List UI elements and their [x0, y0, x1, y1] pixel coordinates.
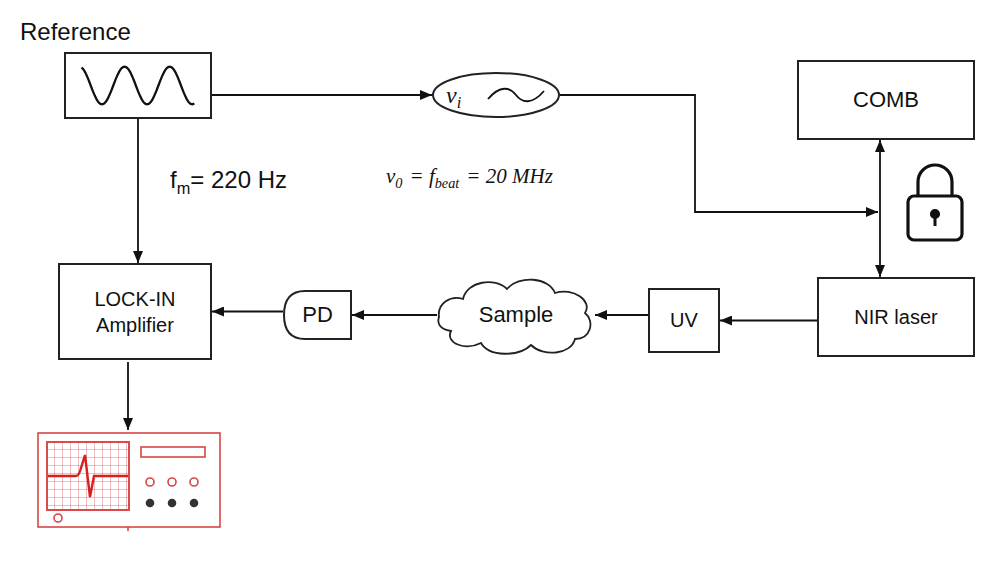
- node-text: Sample: [479, 302, 554, 327]
- modulation-frequency: fm= 220 Hz: [170, 166, 287, 194]
- node-text: PD: [302, 302, 333, 327]
- text-group: LOCK-IN Amplifier: [70, 286, 200, 338]
- reference-generator: Reference: [64, 52, 212, 119]
- comb-box: COMB: [797, 60, 975, 140]
- node-text: LOCK-IN Amplifier: [94, 288, 175, 336]
- text-holder: Sample: [437, 273, 595, 357]
- signal-arrow: [560, 95, 878, 212]
- text-group: νi: [446, 82, 461, 109]
- sample-cloud: Sample: [437, 273, 595, 357]
- photodiode: PD: [283, 290, 352, 340]
- subscript: 0: [395, 175, 402, 191]
- output-arrow: [127, 362, 129, 430]
- signal-arrow: [595, 314, 648, 316]
- tilde-symbol: [486, 85, 546, 105]
- node-text: ν: [446, 82, 457, 108]
- formula-text: ν: [386, 164, 395, 188]
- formula-text: = f: [409, 164, 434, 188]
- formula-text: f: [170, 166, 177, 193]
- formula-text: = 220 Hz: [190, 166, 287, 193]
- sine-wave: [66, 54, 210, 117]
- node-heading: Reference: [20, 18, 131, 46]
- lockin-box: LOCK-IN Amplifier: [58, 263, 212, 360]
- text-holder: LOCK-IN Amplifier: [60, 265, 210, 358]
- text-group: NIR laser: [854, 306, 937, 329]
- subscript: i: [457, 93, 462, 112]
- text-group: UV: [670, 309, 698, 332]
- node-text: COMB: [853, 87, 919, 112]
- subscript: beat: [435, 175, 460, 191]
- signal-arrow: [212, 94, 432, 96]
- text-holder: COMB: [799, 62, 973, 138]
- text-group: Sample: [479, 302, 554, 328]
- signal-arrow: [879, 140, 881, 277]
- signal-arrow: [352, 314, 437, 316]
- formula-text: = 20 MHz: [466, 164, 553, 188]
- text-holder: UV: [650, 290, 718, 351]
- text-holder: NIR laser: [819, 279, 973, 355]
- oscillator-ellipse: νi: [432, 72, 560, 118]
- node-text: UV: [670, 309, 698, 331]
- lock-icon: [908, 165, 962, 240]
- text-holder: PD: [283, 290, 352, 340]
- signal-arrow: [212, 311, 283, 313]
- text-group: PD: [302, 302, 333, 328]
- text-group: COMB: [853, 87, 919, 113]
- uv-box: UV: [648, 288, 720, 353]
- signal-arrow: [137, 119, 139, 263]
- subscript: m: [177, 179, 191, 197]
- signal-arrow: [720, 320, 817, 322]
- text-holder: νi: [432, 72, 560, 118]
- oscilloscope-icon: [38, 433, 220, 531]
- beat-frequency: ν0 = fbeat = 20 MHz: [386, 164, 553, 189]
- laser-box: NIR laser: [817, 277, 975, 357]
- node-text: NIR laser: [854, 306, 937, 328]
